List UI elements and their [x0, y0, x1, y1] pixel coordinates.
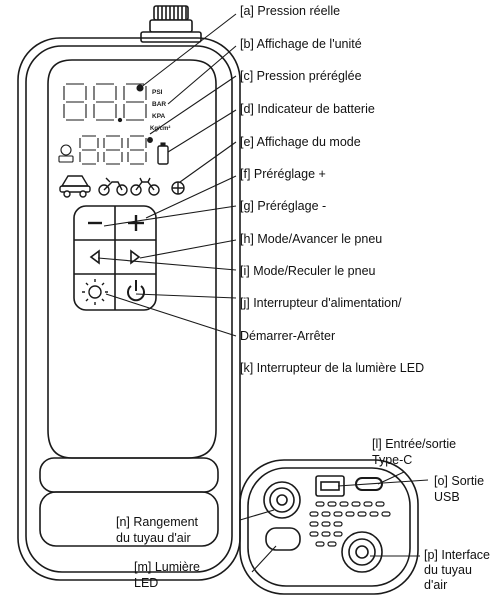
label-preset-pressure: [c] Pression préréglée	[240, 69, 362, 83]
lcd-display: PSI BAR KPA Kg/cm²	[58, 83, 185, 198]
label-usb-output-line2: USB	[434, 490, 460, 504]
led-light-button[interactable]	[82, 279, 108, 305]
label-hose-storage-line2: du tuyau d'air	[116, 531, 191, 545]
unit-kpa: KPA	[152, 113, 166, 120]
battery-icon	[157, 145, 169, 165]
bottom-view	[239, 459, 419, 595]
label-preset-plus: [f] Préréglage +	[240, 167, 326, 181]
power-button[interactable]	[127, 280, 145, 302]
preset-plus-button[interactable]	[128, 215, 144, 231]
label-type-c: [l] Entrée/sortie	[372, 437, 457, 451]
device-body	[17, 5, 241, 581]
unit-psi: PSI	[152, 89, 163, 96]
label-type-c-line2: Type-C	[372, 453, 413, 467]
car-icon	[59, 175, 91, 198]
motorcycle-icon	[98, 177, 128, 196]
label-power-switch: [j] Interrupteur d'alimentation/	[240, 296, 402, 310]
label-mode-forward: [h] Mode/Avancer le pneu	[240, 232, 383, 246]
preset-pressure-digits	[79, 135, 147, 165]
vent-grille	[309, 501, 391, 547]
mode-back-button[interactable]	[89, 249, 100, 265]
actual-pressure-digits	[63, 83, 147, 123]
label-mode-back: [i] Mode/Reculer le pneu	[240, 264, 376, 278]
label-hose-interface-line3: d'air	[424, 578, 448, 592]
leader-lines	[97, 13, 429, 573]
air-hose-interface	[341, 531, 383, 573]
label-actual-pressure: [a] Pression réelle	[240, 4, 341, 18]
unit-kgcm2: Kg/cm²	[150, 125, 170, 132]
mode-icons	[59, 175, 185, 198]
air-valve-nozzle	[140, 5, 202, 43]
label-led-light-line2: LED	[134, 576, 159, 590]
label-usb-output: [o] Sortie	[434, 474, 485, 488]
label-led-light: [m] Lumière	[134, 560, 200, 574]
label-hose-interface: [p] Interface	[424, 548, 490, 562]
label-mode-display: [e] Affichage du mode	[240, 135, 361, 149]
label-led-switch: [k] Interrupteur de la lumière LED	[240, 361, 425, 375]
label-battery-indicator: [d] Indicateur de batterie	[240, 102, 375, 116]
hose-storage	[263, 481, 301, 519]
ball-icon	[171, 181, 185, 195]
led-light	[265, 527, 301, 551]
unit-bar: BAR	[152, 101, 166, 108]
label-unit-display: [b] Affichage de l'unité	[240, 37, 362, 51]
mode-forward-button[interactable]	[130, 249, 141, 265]
label-hose-interface-line2: du tuyau	[424, 563, 472, 577]
bicycle-icon	[130, 177, 160, 196]
label-hose-storage: [n] Rangement	[116, 515, 198, 529]
preset-icon	[58, 144, 74, 163]
label-power-switch-line2: Démarrer-Arrêter	[240, 329, 336, 343]
type-c-port	[355, 477, 383, 491]
label-preset-minus: [g] Préréglage -	[240, 199, 327, 213]
button-pad	[73, 205, 157, 311]
